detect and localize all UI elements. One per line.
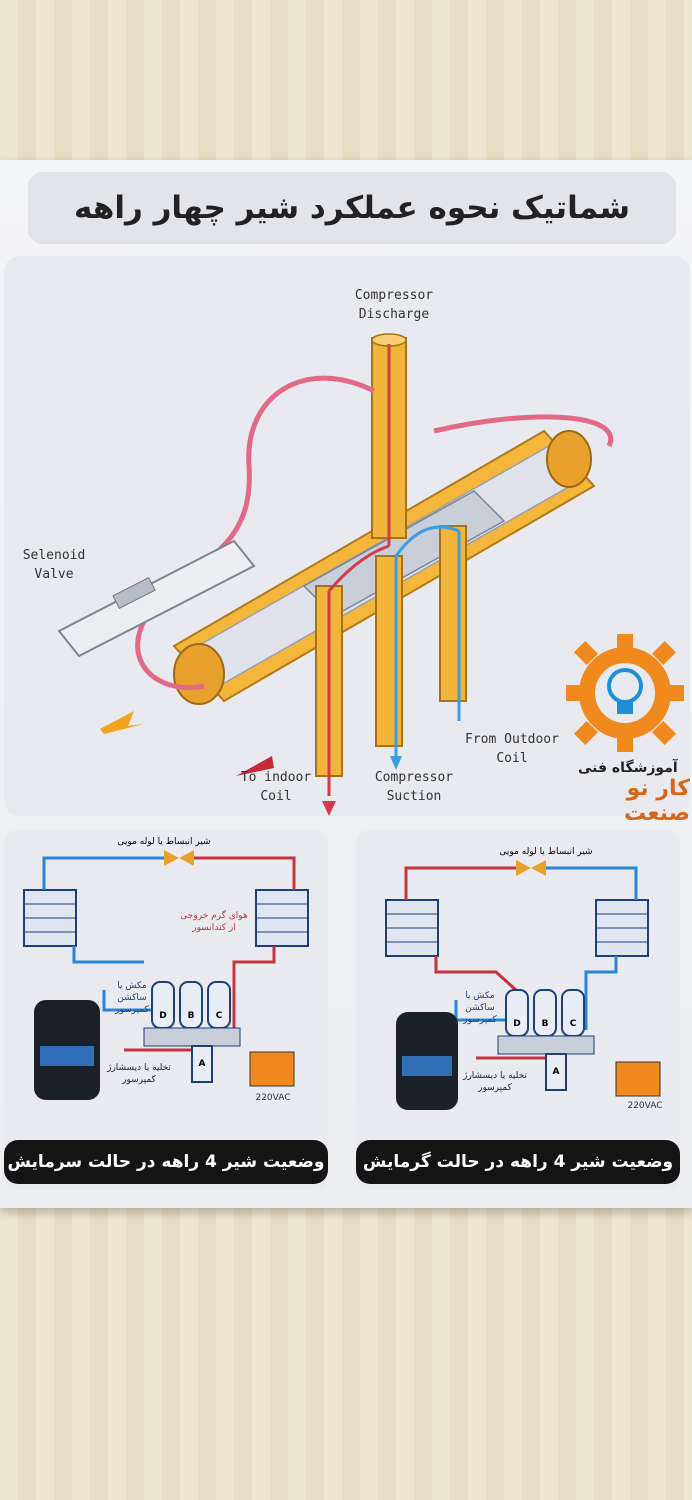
heating-mode-panel: شیر انبساط یا لوله مویی مکش یا ساکشن کمپ… [356,830,680,1190]
cooling-mode-diagram [23,850,309,1100]
heating-port-a: A [552,1067,560,1077]
cooling-port-b: B [187,1011,195,1021]
heating-discharge-2: کمپرسور [478,1083,512,1093]
heating-expansion-label: شیر انبساط یا لوله مویی [499,847,593,857]
cooling-hot-air-2: از کندانسور [192,923,236,933]
cooling-port-d: D [159,1011,167,1021]
heating-port-c: C [569,1019,577,1029]
cooling-port-c: C [215,1011,223,1021]
cooling-discharge-2: کمپرسور [122,1075,156,1085]
label-outdoor-coil-2: Coil [496,751,528,766]
label-compressor-suction-1: Compressor [374,770,454,785]
heating-caption: وضعیت شیر 4 راهه در حالت گرمایش [356,1140,680,1184]
valve-schematic-panel: Compressor Discharge Selenoid Valve From… [4,256,690,826]
logo-line1: آموزشگاه فنی [578,760,678,776]
four-way-valve-illustration [57,333,614,816]
heating-suction-2: ساکشن کمپرسور [463,1003,497,1025]
cooling-hot-air-1: هوای گرم خروجی [180,911,248,921]
cooling-caption: وضعیت شیر 4 راهه در حالت سرمایش [4,1140,328,1184]
heating-discharge-1: تخلیه یا دیسشارژ [463,1071,527,1081]
heating-voltage: 220VAC [627,1101,663,1111]
gear-bulb-logo-icon [566,634,684,752]
heating-mode-diagram [385,860,661,1110]
cooling-port-a: A [198,1059,206,1069]
cooling-suction-1: مکش یا [117,981,147,991]
poster-title: شماتیک نحوه عملکرد شیر چهار راهه [28,172,676,244]
cooling-expansion-label: شیر انبساط یا لوله مویی [117,837,211,847]
label-outdoor-coil-1: From Outdoor [465,732,559,747]
cooling-mode-panel: شیر انبساط یا لوله مویی هوای گرم خروجی ا… [4,830,328,1190]
heating-suction-1: مکش یا [465,991,495,1001]
label-compressor-discharge-1: Compressor [354,288,434,303]
label-compressor-suction-2: Suction [386,789,442,804]
heating-port-b: B [541,1019,549,1029]
label-indoor-coil-2: Coil [260,789,292,804]
cooling-voltage: 220VAC [255,1093,291,1103]
label-compressor-discharge-2: Discharge [358,307,430,322]
poster: شماتیک نحوه عملکرد شیر چهار راهه [0,160,692,1208]
label-selenoid-1: Selenoid [22,548,86,563]
label-selenoid-2: Valve [34,567,74,582]
heating-port-d: D [513,1019,521,1029]
cooling-suction-2: ساکشن کمپرسور [115,993,149,1015]
cooling-discharge-1: تخلیه یا دیسشارژ [107,1063,171,1073]
logo-line2: کار نو صنعت [624,776,690,826]
label-indoor-coil-1: To indoor [240,770,312,785]
